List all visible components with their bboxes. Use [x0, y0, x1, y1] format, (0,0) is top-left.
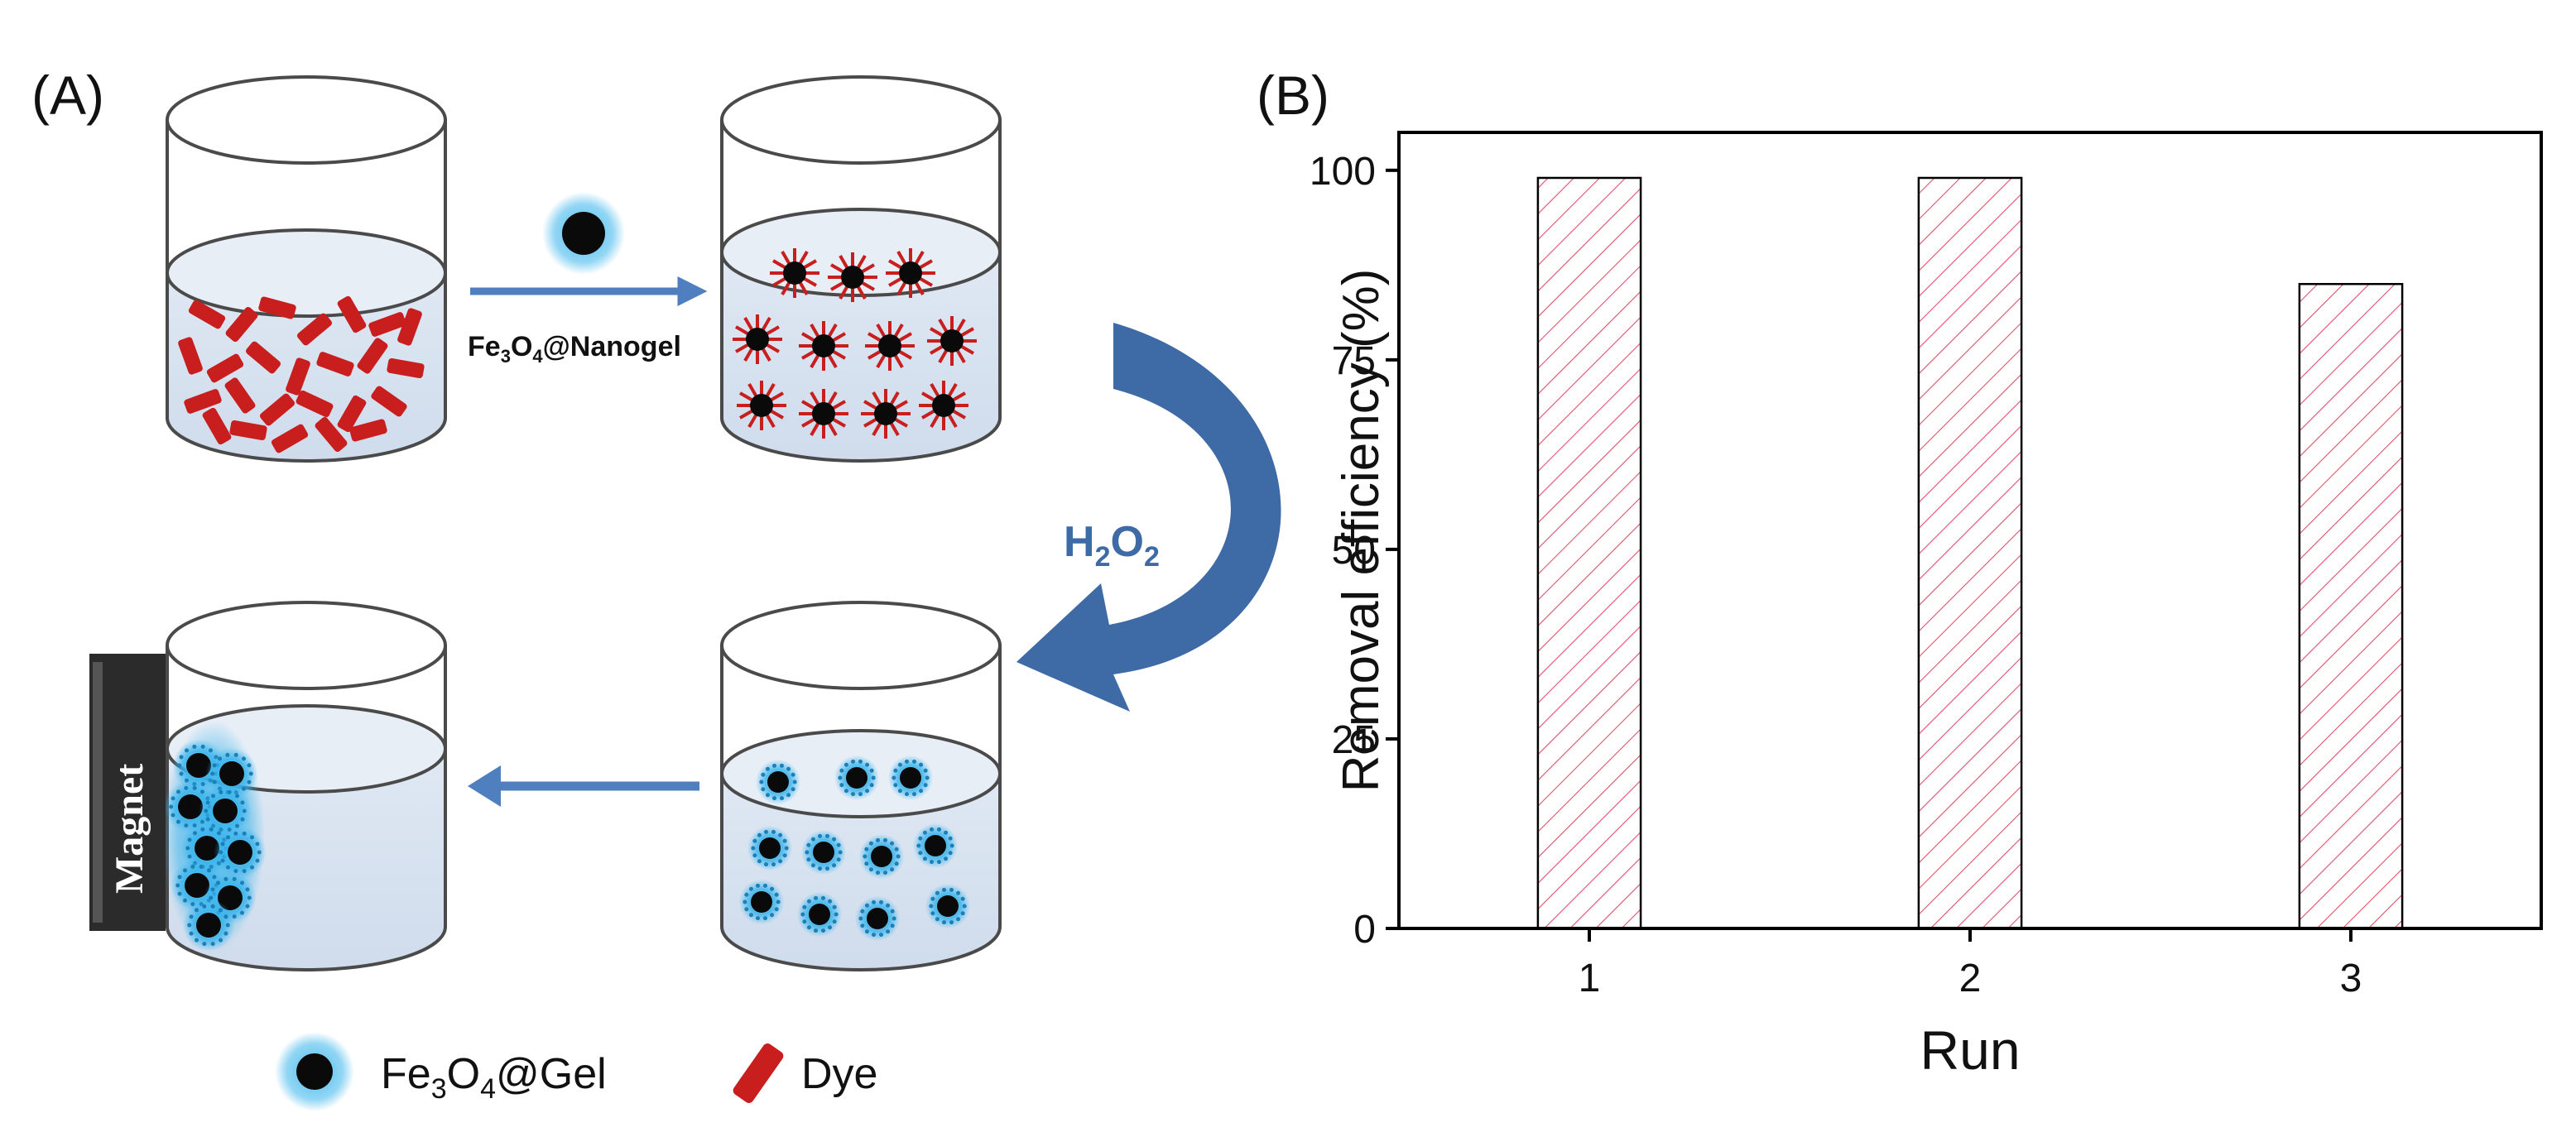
- dye-molecule: [178, 337, 203, 375]
- y-tick-label: 50: [1332, 529, 1376, 573]
- panel-b-label: (B): [1257, 65, 1329, 126]
- beaker-magnetic-separation: [162, 601, 447, 971]
- dye-molecule: [397, 308, 422, 346]
- x-tick-label: 1: [1579, 957, 1601, 1000]
- dye-molecule: [316, 352, 354, 377]
- dye-molecule: [349, 419, 387, 442]
- x-tick-label: 2: [1959, 957, 1982, 1000]
- legend-gel-icon: [275, 1032, 354, 1111]
- beaker-nanogel-dye: [720, 75, 1002, 463]
- dye-molecule: [229, 420, 267, 441]
- dye-molecule: [202, 407, 232, 445]
- liquid-surface: [166, 228, 447, 318]
- beaker-base: [720, 417, 1002, 463]
- nanogel-dye-particle: [737, 381, 786, 430]
- magnet: Magnet: [89, 654, 166, 931]
- arrow-magnetic-recovery: [468, 765, 699, 807]
- dye-molecule: [368, 312, 406, 337]
- nanogel-particle: [755, 759, 801, 805]
- bar-run-2: [1917, 176, 2023, 930]
- nanogel-particle: [796, 891, 843, 938]
- dye-molecule: [296, 390, 334, 418]
- legend-dye-label: Dye: [801, 1050, 877, 1098]
- nanogel-particle-icon: [542, 192, 625, 275]
- beaker-rim: [166, 75, 447, 165]
- nanogel-dye-particle: [919, 381, 968, 430]
- nanogel-particle: [738, 879, 785, 925]
- panel-a: (A) Fe3O4@Nanogel H2O2: [31, 65, 1281, 1111]
- beaker-base: [720, 926, 1002, 971]
- y-tick-label: 25: [1332, 718, 1376, 762]
- beaker-after-oxidation: [720, 601, 1002, 971]
- dye-molecule: [286, 357, 310, 396]
- bar-run-3: [2298, 282, 2404, 930]
- nanogel-dye-particle: [770, 248, 819, 298]
- nanogel-dye-particle: [865, 321, 915, 371]
- beaker-base: [166, 926, 447, 971]
- nanogel-particle: [858, 833, 905, 880]
- magnet-label: Magnet: [108, 764, 151, 894]
- dye-molecule: [206, 353, 244, 383]
- oxidant-label: H2O2: [1064, 518, 1160, 573]
- dye-molecule: [245, 341, 281, 374]
- curved-arrow-oxidation: [1016, 323, 1281, 712]
- dye-molecule: [184, 389, 222, 414]
- dye-molecule: [225, 306, 258, 343]
- beaker-dye-solution: [166, 75, 447, 463]
- nanogel-particle: [800, 829, 847, 875]
- nanogel-particle: [887, 755, 934, 801]
- y-tick-label: 75: [1332, 339, 1376, 383]
- nanogel-particle: [854, 895, 901, 942]
- dye-molecule: [357, 338, 388, 374]
- nanogel-dye-particle: [799, 389, 848, 439]
- legend: Fe3O4@Gel Dye: [275, 1032, 877, 1111]
- dye-molecule: [224, 377, 256, 414]
- beaker-rim: [720, 75, 1002, 165]
- dye-molecule: [188, 300, 226, 329]
- x-axis-label: Run: [1920, 1019, 2020, 1081]
- legend-dye-icon: [733, 1043, 784, 1103]
- nanogel-dye-particle: [886, 248, 935, 298]
- nanogel-dye-particle: [799, 321, 848, 371]
- y-axis-label: Removal efficiency (%): [1333, 269, 1390, 793]
- dye-molecule: [337, 295, 367, 333]
- dye-molecule: [271, 424, 309, 453]
- nanogel-dye-particle: [927, 316, 977, 366]
- y-tick-label: 0: [1353, 908, 1376, 952]
- arrow-label-nanogel: Fe3O4@Nanogel: [468, 331, 681, 367]
- y-tick-label: 100: [1310, 150, 1376, 194]
- nanogel-particle: [182, 899, 235, 952]
- dye-molecule: [387, 357, 425, 379]
- dye-molecule: [258, 296, 296, 319]
- dye-molecule: [296, 313, 333, 346]
- beaker-rim: [720, 601, 1002, 690]
- nanogel-particle: [214, 826, 267, 879]
- legend-gel-label: Fe3O4@Gel: [381, 1050, 607, 1105]
- nanogel-dye-particle: [861, 389, 911, 439]
- dye-molecule: [371, 386, 407, 417]
- x-tick-label: 3: [2340, 957, 2362, 1000]
- beaker-base: [166, 417, 447, 463]
- nanogel-particle: [747, 825, 793, 871]
- dye-molecule: [259, 393, 296, 426]
- nanogel-particle: [834, 755, 880, 801]
- panel-a-label: (A): [31, 65, 104, 126]
- beaker-rim: [166, 601, 447, 690]
- dye-molecule: [315, 416, 348, 453]
- nanogel-particle: [912, 823, 959, 869]
- dye-molecule: [337, 395, 367, 433]
- nanogel-dye-particle: [828, 252, 877, 302]
- nanogel-dye-particle: [733, 314, 782, 364]
- nanogel-particle: [925, 883, 971, 929]
- bar-run-1: [1536, 176, 1642, 930]
